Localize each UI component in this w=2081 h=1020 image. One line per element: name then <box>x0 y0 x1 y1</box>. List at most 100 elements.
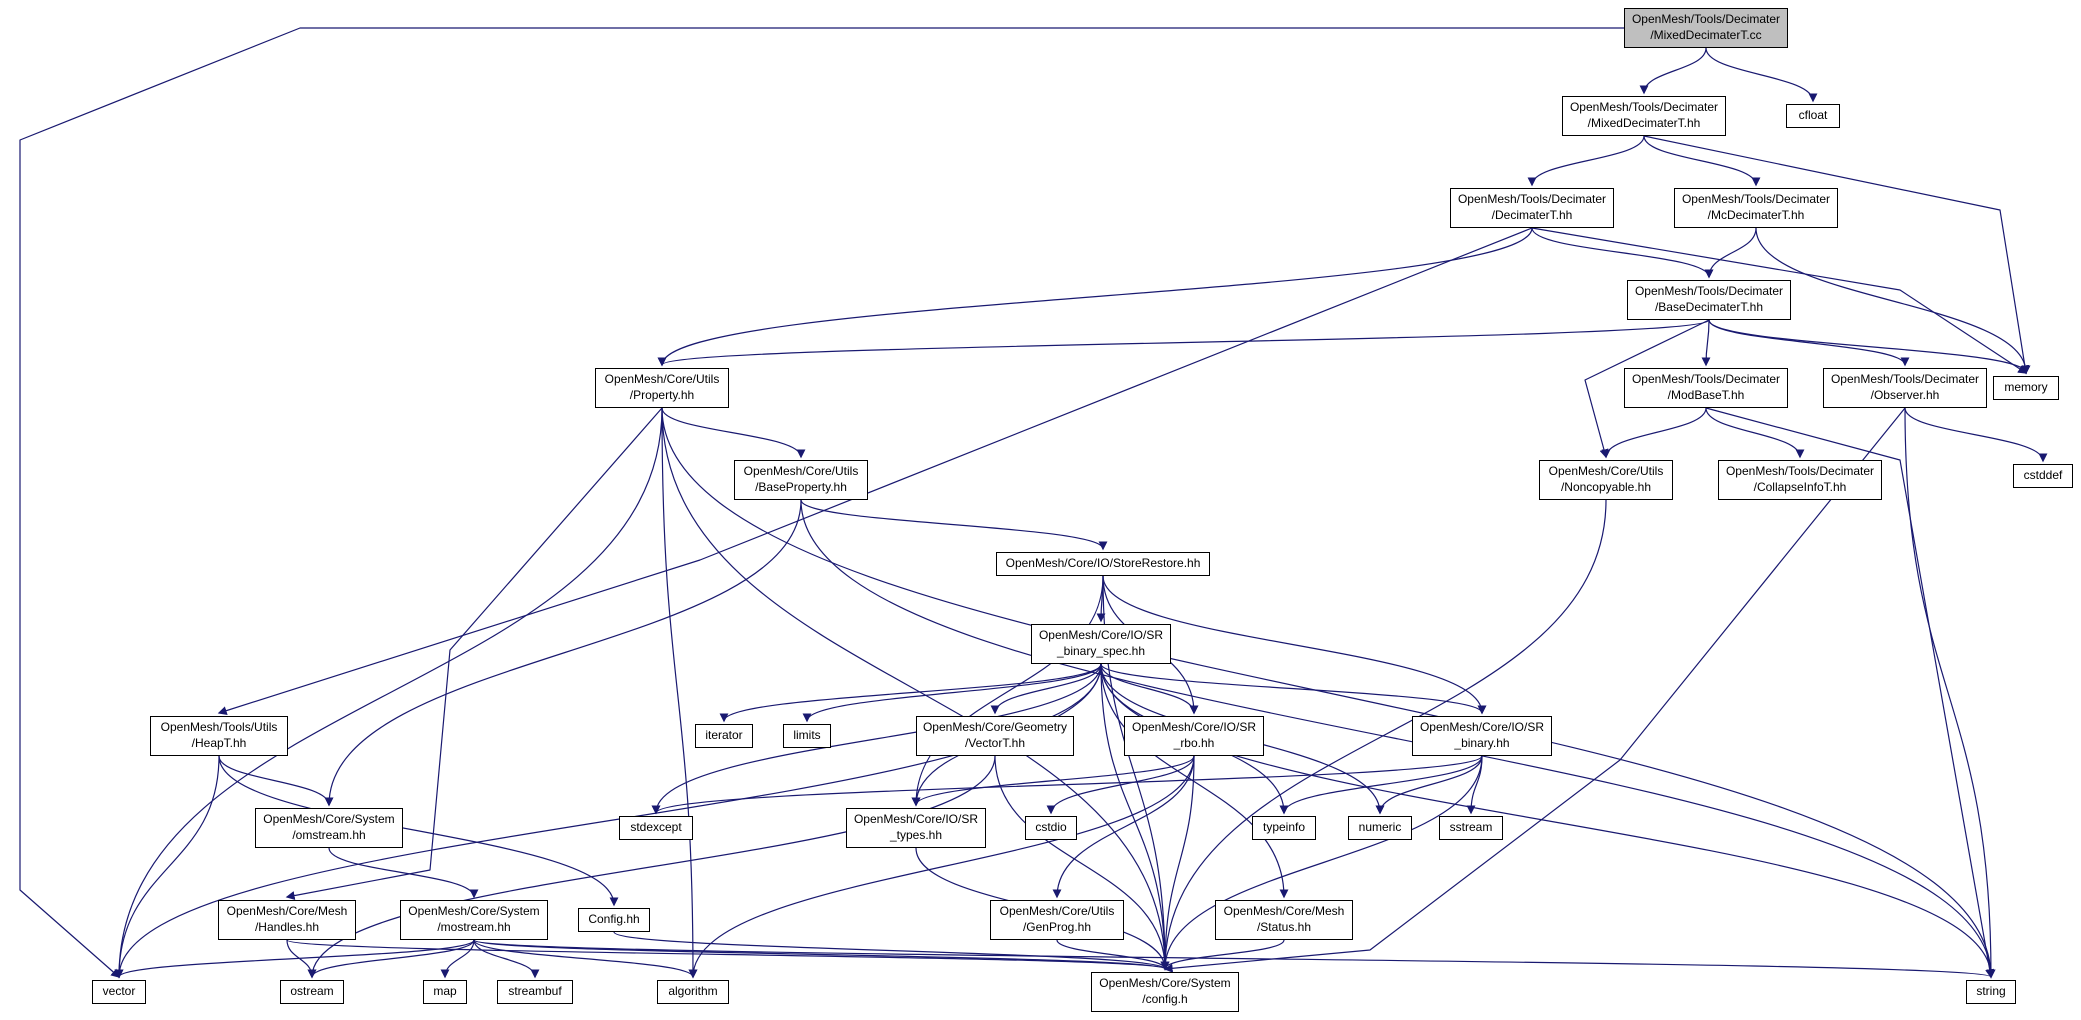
edge-baseproperty_hh--string <box>800 499 1996 979</box>
edge-sr_rbo_hh--sr_types_hh <box>911 755 1195 807</box>
edge-mostream_hh--ostream <box>307 939 475 979</box>
graph-node-numeric: numeric <box>1348 816 1412 840</box>
edge-property_hh--config_h <box>661 407 1170 971</box>
edge-mixeddecimatert_cc--mixeddecimatert_hh <box>1639 47 1707 95</box>
edge-sr_rbo_hh--algorithm <box>688 755 1195 979</box>
edge-sr_binary_spec_hh--config_h <box>1100 663 1170 971</box>
graph-node-string: string <box>1966 980 2016 1004</box>
edge-decimatert_hh--basedecimatert_hh <box>1531 227 1714 279</box>
edge-omstream_hh--mostream_hh <box>328 847 479 899</box>
edge-storerestore_hh--sr_types_hh <box>911 575 1104 807</box>
graph-node-config_h[interactable]: OpenMesh/Core/System /config.h <box>1091 972 1239 1012</box>
edge-basedecimatert_hh--modbaset_hh <box>1701 319 1711 367</box>
edge-decimatert_hh--heapt_hh <box>217 227 1533 715</box>
edge-noncopyable_hh--config_h <box>1160 499 1607 971</box>
graph-node-cstdio: cstdio <box>1025 816 1077 840</box>
graph-node-mostream_hh[interactable]: OpenMesh/Core/System /mostream.hh <box>400 900 548 940</box>
edge-mixeddecimatert_cc--vector <box>19 27 1624 978</box>
graph-node-sr_rbo_hh[interactable]: OpenMesh/Core/IO/SR _rbo.hh <box>1124 716 1264 756</box>
graph-node-vector: vector <box>92 980 146 1004</box>
edge-modbaset_hh--noncopyable_hh <box>1601 407 1707 459</box>
edge-property_hh--vector <box>114 407 663 979</box>
edge-observer_hh--string <box>1904 407 1996 979</box>
edge-heapt_hh--omstream_hh <box>218 755 334 807</box>
graph-node-sr_types_hh[interactable]: OpenMesh/Core/IO/SR _types.hh <box>846 808 986 848</box>
edge-property_hh--string <box>661 407 1996 979</box>
edge-modbaset_hh--string <box>1705 407 1995 979</box>
graph-node-stdexcept: stdexcept <box>619 816 693 840</box>
edge-sr_rbo_hh--cstdio <box>1046 755 1195 815</box>
edge-mixeddecimatert_cc--cfloat <box>1705 47 1818 103</box>
graph-node-omstream_hh[interactable]: OpenMesh/Core/System /omstream.hh <box>255 808 403 848</box>
edge-sr_binary_spec_hh--vectort_hh <box>990 663 1102 715</box>
graph-node-observer_hh[interactable]: OpenMesh/Tools/Decimater /Observer.hh <box>1823 368 1987 408</box>
edge-sr_binary_spec_hh--limits <box>802 663 1102 723</box>
edge-mixeddecimatert_hh--decimatert_hh <box>1527 135 1645 187</box>
graph-node-sr_binary_spec_hh[interactable]: OpenMesh/Core/IO/SR _binary_spec.hh <box>1031 624 1171 664</box>
edge-mostream_hh--map <box>440 939 475 979</box>
graph-node-limits: limits <box>783 724 831 748</box>
edge-mostream_hh--algorithm <box>473 939 698 979</box>
edge-status_hh--config_h <box>1160 939 1285 971</box>
graph-node-mcdecimatert_hh[interactable]: OpenMesh/Tools/Decimater /McDecimaterT.h… <box>1674 188 1838 228</box>
graph-node-map: map <box>423 980 467 1004</box>
edge-baseproperty_hh--storerestore_hh <box>800 499 1108 551</box>
graph-node-sstream: sstream <box>1439 816 1503 840</box>
graph-node-genprog_hh[interactable]: OpenMesh/Core/Utils /GenProg.hh <box>990 900 1124 940</box>
edge-property_hh--baseproperty_hh <box>661 407 806 459</box>
graph-node-ostream: ostream <box>280 980 344 1004</box>
graph-node-decimatert_hh[interactable]: OpenMesh/Tools/Decimater /DecimaterT.hh <box>1450 188 1614 228</box>
graph-node-mixeddecimatert_hh[interactable]: OpenMesh/Tools/Decimater /MixedDecimater… <box>1562 96 1726 136</box>
edge-modbaset_hh--collapseinfot_hh <box>1705 407 1805 459</box>
edge-mcdecimatert_hh--basedecimatert_hh <box>1704 227 1757 279</box>
graph-node-property_hh[interactable]: OpenMesh/Core/Utils /Property.hh <box>595 368 729 408</box>
edge-config_hh--config_h <box>613 931 1170 971</box>
edge-sr_binary_hh--stdexcept <box>651 755 1483 815</box>
edge-heapt_hh--vector <box>114 755 220 979</box>
edge-sr_binary_hh--numeric <box>1375 755 1483 815</box>
graph-node-cstddef: cstddef <box>2013 464 2073 488</box>
edge-property_hh--algorithm <box>661 407 698 979</box>
graph-node-streambuf: streambuf <box>497 980 573 1004</box>
graph-node-algorithm: algorithm <box>657 980 729 1004</box>
edge-basedecimatert_hh--property_hh <box>657 319 1710 367</box>
edge-mixeddecimatert_hh--mcdecimatert_hh <box>1643 135 1761 187</box>
edge-observer_hh--cstddef <box>1904 407 2048 463</box>
graph-node-memory: memory <box>1993 376 2059 400</box>
edge-basedecimatert_hh--noncopyable_hh <box>1584 319 1710 459</box>
edge-sr_rbo_hh--config_h <box>1160 755 1195 971</box>
edge-heapt_hh--config_hh <box>218 755 619 907</box>
graph-node-collapseinfot_hh[interactable]: OpenMesh/Tools/Decimater /CollapseInfoT.… <box>1718 460 1882 500</box>
graph-node-handles_hh[interactable]: OpenMesh/Core/Mesh /Handles.hh <box>218 900 356 940</box>
graph-node-typeinfo: typeinfo <box>1252 816 1316 840</box>
edge-mixeddecimatert_hh--memory <box>1643 135 2030 375</box>
graph-node-baseproperty_hh[interactable]: OpenMesh/Core/Utils /BaseProperty.hh <box>734 460 868 500</box>
graph-node-vectort_hh[interactable]: OpenMesh/Core/Geometry /VectorT.hh <box>916 716 1074 756</box>
edge-decimatert_hh--memory <box>1531 227 2028 374</box>
edge-sr_binary_spec_hh--stdexcept <box>651 663 1102 815</box>
edge-mostream_hh--string <box>473 939 1995 979</box>
edge-sr_binary_spec_hh--sr_binary_hh <box>1100 663 1487 715</box>
graph-node-heapt_hh[interactable]: OpenMesh/Tools/Utils /HeapT.hh <box>150 716 288 756</box>
edge-sr_binary_hh--typeinfo <box>1279 755 1483 815</box>
graph-node-config_hh[interactable]: Config.hh <box>578 908 650 932</box>
graph-node-sr_binary_hh[interactable]: OpenMesh/Core/IO/SR _binary.hh <box>1412 716 1552 756</box>
edge-basedecimatert_hh--memory <box>1708 319 2031 375</box>
graph-node-status_hh[interactable]: OpenMesh/Core/Mesh /Status.hh <box>1215 900 1353 940</box>
graph-node-iterator: iterator <box>695 724 753 748</box>
edge-baseproperty_hh--omstream_hh <box>324 499 802 807</box>
edge-vectort_hh--config_h <box>994 755 1170 971</box>
graph-node-noncopyable_hh[interactable]: OpenMesh/Core/Utils /Noncopyable.hh <box>1539 460 1673 500</box>
graph-node-storerestore_hh[interactable]: OpenMesh/Core/IO/StoreRestore.hh <box>996 552 1210 576</box>
edge-decimatert_hh--property_hh <box>657 227 1533 367</box>
edge-mostream_hh--config_h <box>473 939 1170 971</box>
edge-sr_binary_spec_hh--iterator <box>719 663 1102 723</box>
edge-storerestore_hh--sr_binary_spec_hh <box>1096 575 1106 623</box>
graph-node-basedecimatert_hh[interactable]: OpenMesh/Tools/Decimater /BaseDecimaterT… <box>1627 280 1791 320</box>
graph-node-modbaset_hh[interactable]: OpenMesh/Tools/Decimater /ModBaseT.hh <box>1624 368 1788 408</box>
edge-sr_binary_hh--sstream <box>1466 755 1483 815</box>
edge-sr_binary_spec_hh--sr_rbo_hh <box>1100 663 1199 715</box>
